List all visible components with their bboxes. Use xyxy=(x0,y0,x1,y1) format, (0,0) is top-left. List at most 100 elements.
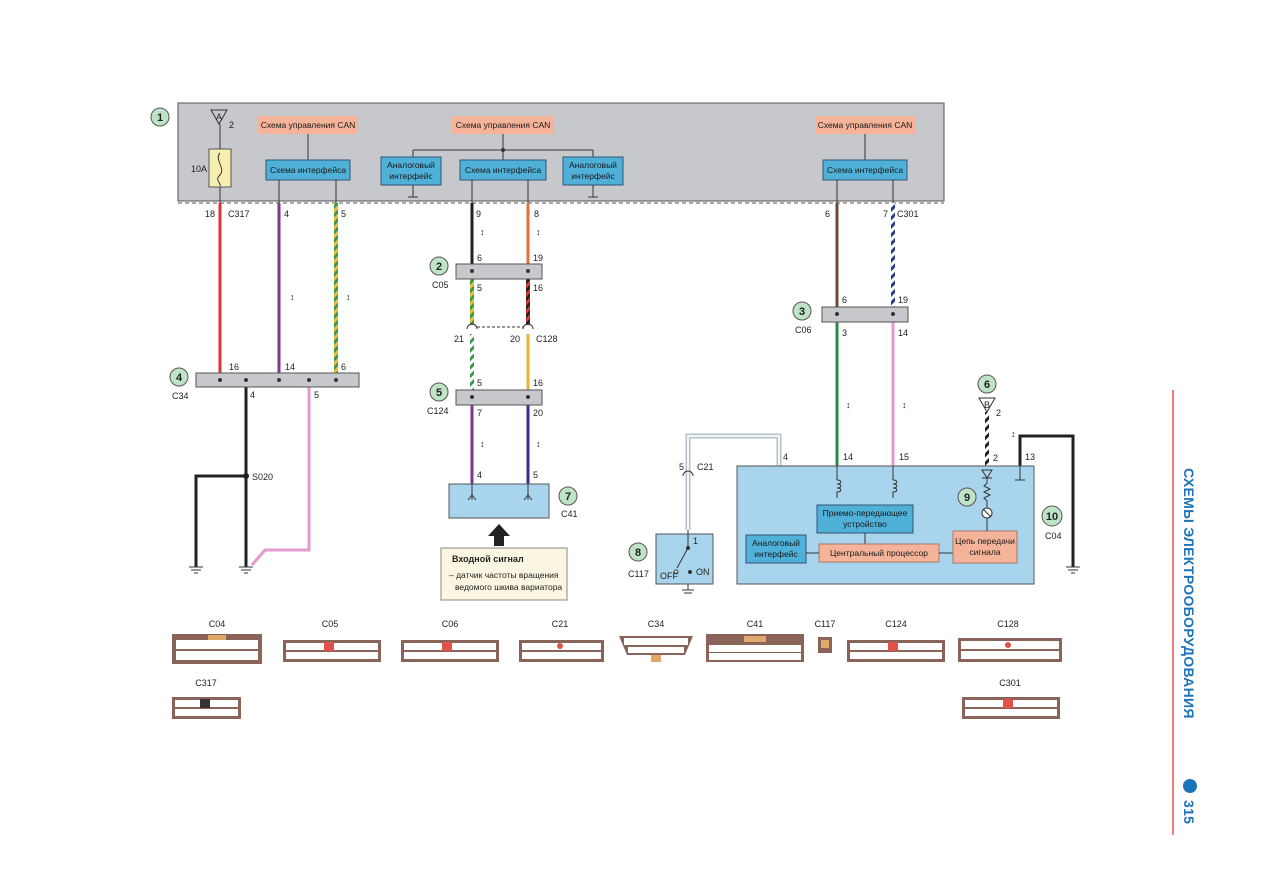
svg-text:↕: ↕ xyxy=(290,292,295,302)
svg-text:2: 2 xyxy=(993,453,998,463)
svg-text:4: 4 xyxy=(250,390,255,400)
svg-text:5: 5 xyxy=(533,470,538,480)
svg-text:1: 1 xyxy=(157,112,163,124)
svg-text:10: 10 xyxy=(1046,511,1058,523)
svg-text:Аналоговый: Аналоговый xyxy=(752,538,800,548)
svg-text:Схема управления CAN: Схема управления CAN xyxy=(818,120,913,130)
arrow-up-icon xyxy=(488,524,510,546)
svg-text:устройство: устройство xyxy=(843,519,887,529)
svg-text:7: 7 xyxy=(477,408,482,418)
svg-text:↕: ↕ xyxy=(536,439,541,449)
svg-text:5: 5 xyxy=(314,390,319,400)
svg-text:Схема управления CAN: Схема управления CAN xyxy=(456,120,551,130)
block1-ecu: 1 A 2 10A Схема управления CAN Схема инт… xyxy=(150,102,945,204)
connector-view-c128: C128 xyxy=(958,619,1062,662)
connector-views: C04 C05 C06 C21 C34 xyxy=(172,619,1062,719)
svg-text:Центральный процессор: Центральный процессор xyxy=(830,548,928,558)
fuse-rating: 10A xyxy=(191,164,207,174)
svg-text:16: 16 xyxy=(533,283,543,293)
svg-text:сигнала: сигнала xyxy=(969,547,1000,557)
connector-view-c04: C04 xyxy=(172,619,262,664)
svg-text:4: 4 xyxy=(284,209,289,219)
splice-label: S020 xyxy=(252,472,273,482)
svg-text:14: 14 xyxy=(843,452,853,462)
svg-text:8: 8 xyxy=(635,547,641,559)
svg-text:C124: C124 xyxy=(427,406,449,416)
svg-text:14: 14 xyxy=(285,362,295,372)
svg-text:интерфейс: интерфейс xyxy=(754,549,798,559)
svg-text:7: 7 xyxy=(565,491,571,503)
connector-view-c41: C41 xyxy=(706,619,804,662)
svg-text:6: 6 xyxy=(477,253,482,263)
svg-text:интерфейс: интерфейс xyxy=(571,171,615,181)
block8-switch: 1 OFF ON 8 C117 xyxy=(628,530,714,594)
svg-text:C05: C05 xyxy=(432,280,449,290)
svg-text:16: 16 xyxy=(533,378,543,388)
svg-text:3: 3 xyxy=(799,306,805,318)
interface-right xyxy=(822,159,908,181)
svg-text:C301: C301 xyxy=(999,678,1021,688)
svg-text:C34: C34 xyxy=(172,391,189,401)
svg-text:C117: C117 xyxy=(815,619,836,629)
svg-text:Цепь передачи: Цепь передачи xyxy=(955,536,1015,546)
svg-text:20: 20 xyxy=(533,408,543,418)
svg-text:↕: ↕ xyxy=(536,227,541,237)
svg-text:6: 6 xyxy=(825,209,830,219)
svg-text:3: 3 xyxy=(842,328,847,338)
block4-connector: 4 C34 16 14 6 4 5 xyxy=(169,362,360,401)
svg-text:↕: ↕ xyxy=(846,400,851,410)
svg-text:4: 4 xyxy=(477,470,482,480)
svg-text:19: 19 xyxy=(533,253,543,263)
input-signal-box: Входной сигнал – датчик частоты вращения… xyxy=(440,547,568,601)
svg-text:C317: C317 xyxy=(228,209,250,219)
svg-text:13: 13 xyxy=(1025,452,1035,462)
wires-middle xyxy=(466,203,534,484)
connector-view-c21: C21 xyxy=(519,619,604,662)
can-control-left xyxy=(258,116,358,134)
block3-connector: 3 C06 6 19 3 14 xyxy=(792,295,909,338)
svg-text:↕: ↕ xyxy=(480,227,485,237)
svg-text:7: 7 xyxy=(883,209,888,219)
svg-text:ведомого шкива вариатора: ведомого шкива вариатора xyxy=(455,582,562,592)
svg-text:15: 15 xyxy=(899,452,909,462)
interface-mid xyxy=(459,159,547,181)
wires-left xyxy=(194,203,338,567)
ground-icon xyxy=(1066,566,1080,574)
svg-text:6: 6 xyxy=(842,295,847,305)
svg-text:↕: ↕ xyxy=(1011,429,1016,439)
analog-interface-unit xyxy=(745,534,807,564)
fuse-icon xyxy=(208,148,232,188)
svg-text:16: 16 xyxy=(229,362,239,372)
section-title: СХЕМЫ ЭЛЕКТРООБОРУДОВАНИЯ xyxy=(1181,468,1197,719)
analog-interface-left xyxy=(380,156,442,186)
svg-text:5: 5 xyxy=(436,387,442,399)
svg-text:8: 8 xyxy=(534,209,539,219)
block6-ground-tag: 6 B 2 2 xyxy=(977,374,1001,463)
ground-tag-a-icon: A 2 xyxy=(210,109,234,130)
block7-sensor: 4 5 7 C41 xyxy=(448,470,578,519)
svg-text:C04: C04 xyxy=(1045,531,1062,541)
svg-text:14: 14 xyxy=(898,328,908,338)
svg-text:C124: C124 xyxy=(885,619,907,629)
svg-text:– датчик частоты вращения: – датчик частоты вращения xyxy=(449,570,559,580)
svg-text:2: 2 xyxy=(996,408,1001,418)
svg-text:C41: C41 xyxy=(747,619,764,629)
svg-text:1: 1 xyxy=(693,536,698,546)
svg-text:Схема интерфейса: Схема интерфейса xyxy=(270,165,346,175)
c128-label: C128 xyxy=(536,334,558,344)
svg-text:Приемо-передающее: Приемо-передающее xyxy=(823,508,908,518)
svg-text:18: 18 xyxy=(205,209,215,219)
can-control-mid xyxy=(452,116,554,134)
svg-text:9: 9 xyxy=(964,492,970,504)
connector-view-c301: C301 xyxy=(962,678,1060,719)
svg-text:2: 2 xyxy=(436,261,442,273)
svg-text:C128: C128 xyxy=(997,619,1019,629)
ground-icon xyxy=(189,566,203,574)
bullet-dot-icon xyxy=(1183,779,1197,793)
svg-text:↕: ↕ xyxy=(346,292,351,302)
svg-text:9: 9 xyxy=(476,209,481,219)
block5-connector: 5 C124 5 16 7 20 xyxy=(427,378,543,418)
svg-text:Схема управления CAN: Схема управления CAN xyxy=(261,120,356,130)
interface-left xyxy=(265,159,351,181)
